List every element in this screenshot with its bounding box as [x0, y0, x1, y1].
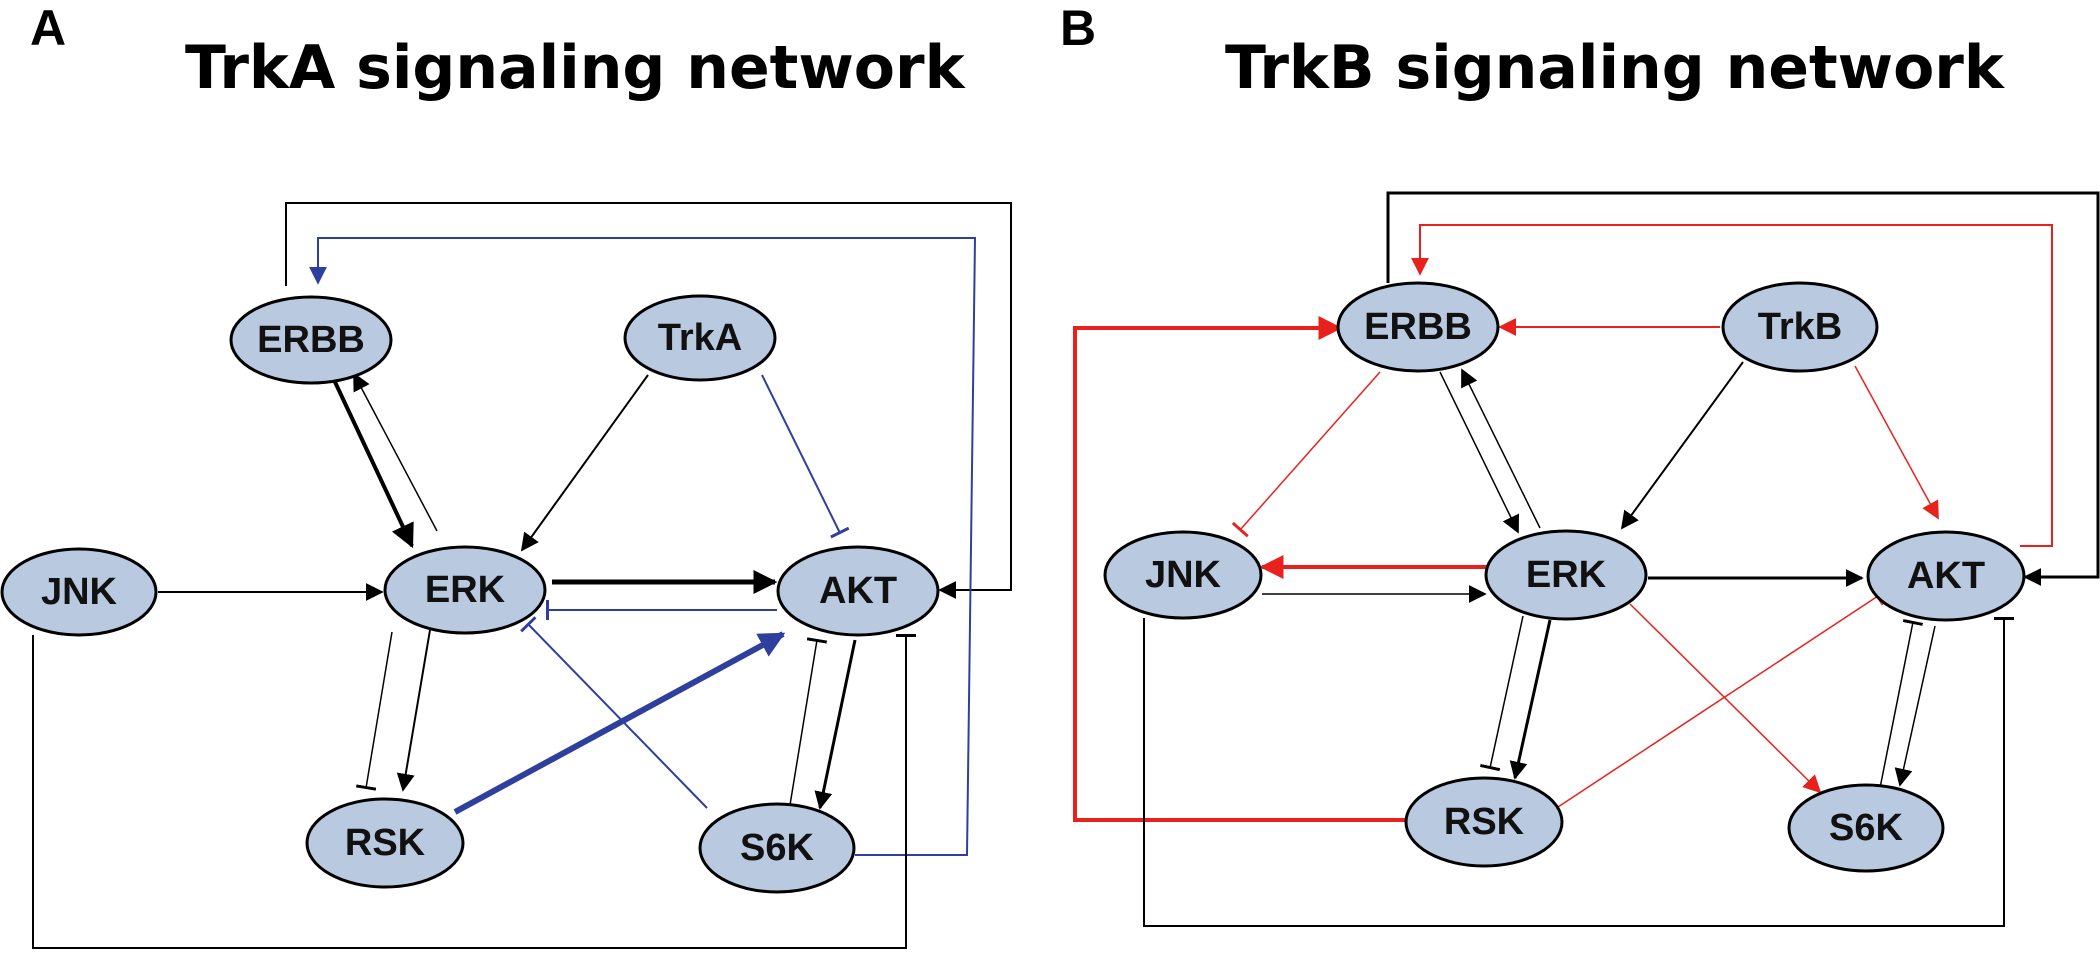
edge-b-erbb-erk [1439, 371, 1519, 534]
node-a-erbb: ERBB [229, 295, 393, 385]
edge-a-s6k-akt [789, 637, 828, 806]
node-b-s6k: S6K [1787, 783, 1945, 873]
edge-b-erk-erbb [1461, 368, 1541, 529]
panel-b-nodes: ERBB TrkB JNK ERK AKT RSK [1103, 281, 2026, 873]
edge-a-rsk-akt [453, 631, 786, 815]
edge-b-rsk-akt [1557, 587, 1885, 808]
node-a-erbb-label: ERBB [257, 319, 365, 361]
edge-b-trkb-erk [1620, 361, 1744, 530]
panel-b-title: TrkB signaling network [1225, 33, 2006, 103]
node-a-trka-label: TrkA [658, 317, 742, 359]
node-b-erk-label: ERK [1526, 554, 1607, 596]
panel-a-letter: A [30, 0, 66, 56]
edge-b-rsk-erbb-loop [1073, 316, 1405, 822]
edge-b-s6k-akt [1879, 619, 1924, 789]
edge-b-erk-rsk [1480, 615, 1524, 772]
edge-a-erbb-erk [333, 381, 414, 549]
node-a-s6k-label: S6K [740, 827, 814, 869]
node-b-akt-label: AKT [1907, 555, 1985, 597]
panel-b-letter: B [1060, 0, 1096, 56]
edge-a-s6k-erk [520, 616, 708, 809]
node-b-erbb-label: ERBB [1364, 306, 1472, 348]
edge-b-trkb-akt [1854, 365, 1939, 520]
edge-a-jnk-akt-loop [32, 634, 916, 949]
edge-a-erbb-akt-loop [285, 202, 1012, 599]
node-b-rsk-label: RSK [1444, 801, 1525, 843]
node-a-rsk-label: RSK [345, 822, 426, 864]
node-b-trkb: TrkB [1721, 281, 1879, 373]
edge-a-erk-rsk [355, 631, 393, 791]
node-b-rsk: RSK [1404, 776, 1564, 868]
edge-a-akt-s6k [814, 639, 857, 810]
node-a-jnk: JNK [0, 547, 158, 637]
edge-b-akt-erbb-loop [1411, 224, 2053, 547]
panel-b: B TrkB signaling network [1060, 0, 2100, 927]
node-b-erbb: ERBB [1336, 281, 1500, 373]
edge-b-erbb-akt-loop [1386, 191, 2100, 586]
node-b-s6k-label: S6K [1829, 807, 1903, 849]
node-a-akt-label: AKT [819, 570, 897, 612]
node-a-erk-label: ERK [425, 569, 506, 611]
node-a-akt: AKT [776, 545, 940, 637]
node-a-s6k: S6K [698, 802, 856, 894]
edge-a-erk-erbb [353, 372, 438, 532]
node-b-akt: AKT [1866, 530, 2026, 622]
edge-b-erk-rsk-act [1509, 619, 1552, 780]
node-a-rsk: RSK [305, 797, 465, 889]
edge-a-erk-rsk-act [396, 629, 431, 792]
node-b-trkb-label: TrkB [1758, 306, 1842, 348]
node-a-trka: TrkA [623, 294, 777, 382]
panel-b-edges [1073, 191, 2100, 927]
node-b-erk: ERK [1484, 529, 1648, 621]
edge-b-erbb-jnk [1231, 371, 1381, 538]
node-b-jnk-label: JNK [1145, 554, 1222, 596]
edge-b-jnk-akt-loop [1143, 617, 2014, 927]
node-a-erk: ERK [383, 545, 547, 635]
node-b-jnk: JNK [1103, 530, 1263, 620]
panel-a: A TrkA signaling network [0, 0, 1012, 949]
edge-a-s6k-erbb-loop [309, 237, 977, 856]
edge-a-trka-akt [761, 374, 850, 539]
edge-b-akt-s6k [1894, 625, 1936, 787]
panel-a-nodes: ERBB TrkA JNK ERK AKT RSK [0, 294, 940, 894]
edge-a-trka-erk [520, 374, 649, 552]
edge-b-erk-s6k [1629, 603, 1822, 794]
panel-a-edges [32, 202, 1012, 949]
node-a-jnk-label: JNK [41, 571, 118, 613]
panel-a-title: TrkA signaling network [185, 33, 967, 103]
